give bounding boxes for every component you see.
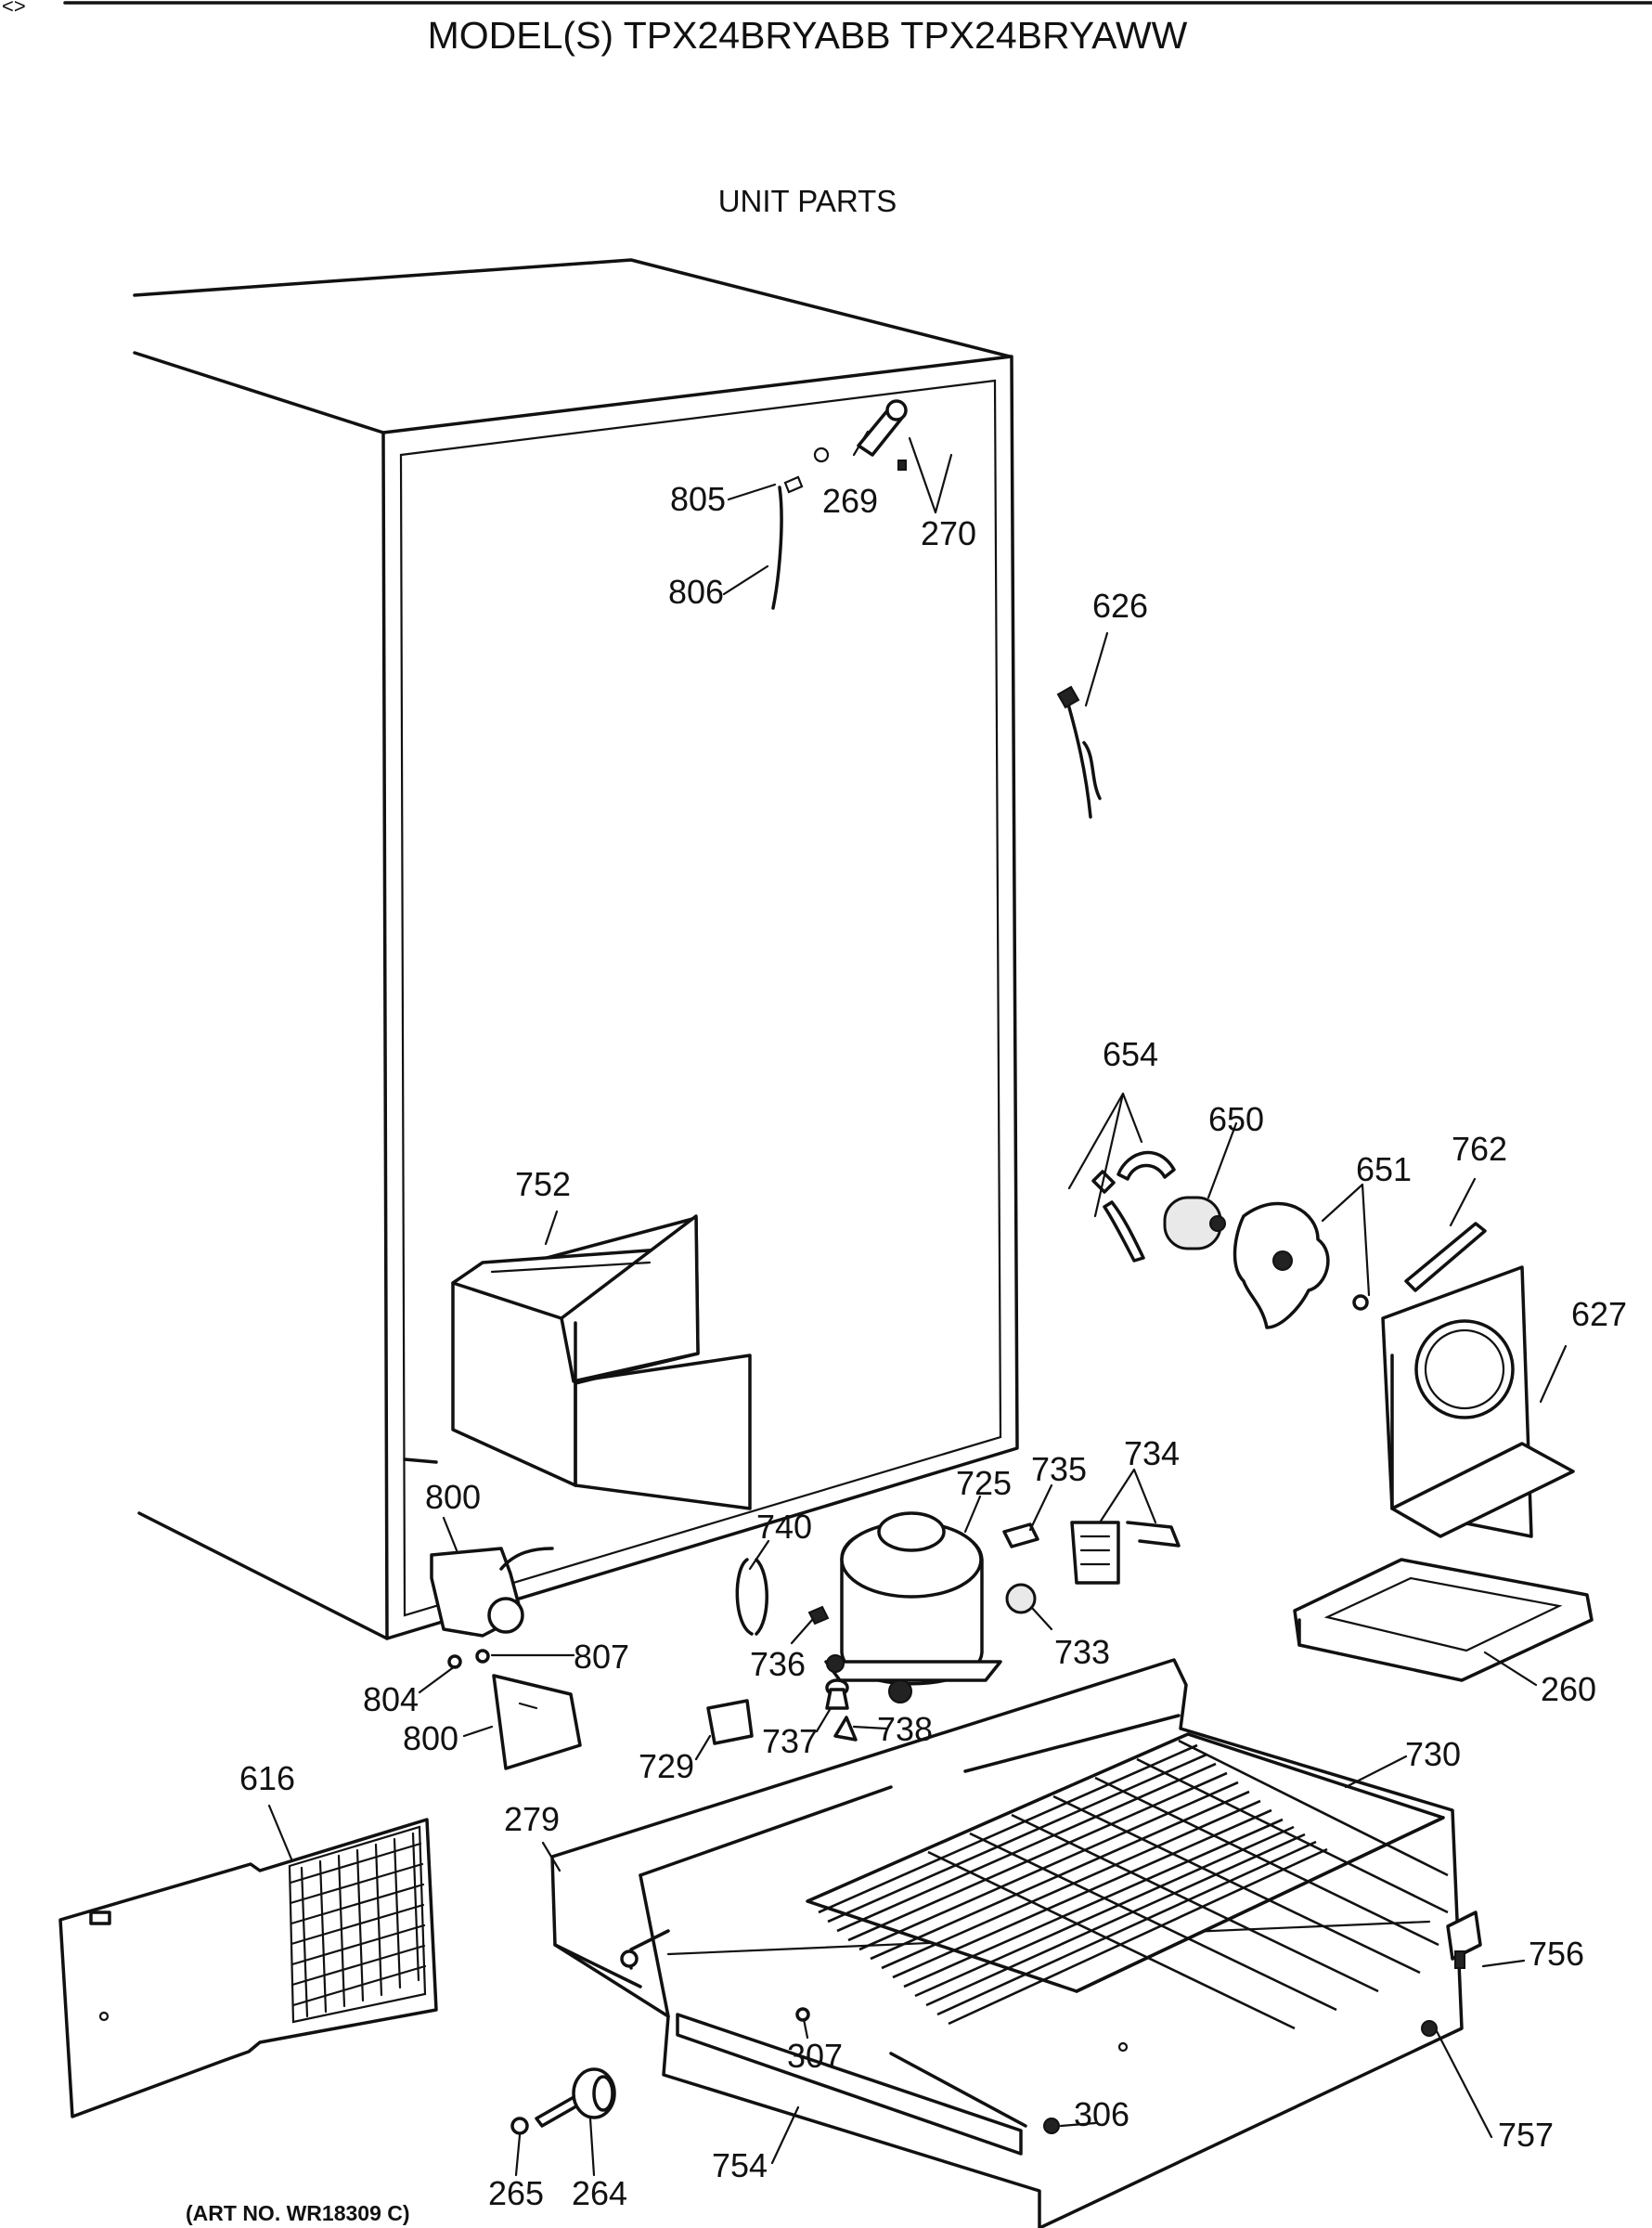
model-title: MODEL(S) TPX24BRYABB TPX24BRYAWW	[428, 14, 1188, 57]
callout-654: 654	[1103, 1035, 1158, 1073]
callout-800-valve: 800	[425, 1478, 481, 1516]
callout-737: 737	[762, 1722, 818, 1760]
callout-738: 738	[877, 1710, 933, 1748]
condenser-coil-730	[806, 1732, 1449, 2030]
callout-307: 307	[787, 2037, 843, 2075]
callout-279: 279	[504, 1800, 560, 1838]
callout-800-bracket: 800	[403, 1719, 458, 1757]
callout-650: 650	[1208, 1100, 1264, 1138]
callout-265: 265	[488, 2174, 544, 2212]
callout-756: 756	[1529, 1935, 1584, 1973]
grille-mesh	[289, 1832, 427, 2018]
callout-651: 651	[1356, 1150, 1412, 1188]
callout-260: 260	[1541, 1670, 1596, 1708]
callout-754: 754	[712, 2146, 768, 2184]
drain-pan-260	[1293, 1558, 1594, 1682]
callout-757: 757	[1498, 2116, 1554, 2154]
callout-734: 734	[1124, 1434, 1180, 1472]
callout-735: 735	[1031, 1450, 1087, 1488]
section-title: UNIT PARTS	[718, 184, 897, 218]
callout-752: 752	[515, 1165, 571, 1203]
loose-hardware	[510, 2067, 616, 2135]
callout-736: 736	[750, 1645, 806, 1683]
callout-740: 740	[756, 1508, 812, 1546]
compressor-group	[706, 1511, 1181, 1745]
art-number: (ART NO. WR18309 C)	[186, 2201, 410, 2225]
callout-804: 804	[363, 1680, 419, 1718]
callout-labels: 805 269 270 806 626 654 650 651 762 627 …	[239, 480, 1627, 2212]
callout-762: 762	[1452, 1130, 1507, 1168]
callout-627: 627	[1571, 1295, 1627, 1333]
callout-269: 269	[822, 482, 878, 520]
machine-base-assembly	[550, 1658, 1482, 2228]
access-grille-616	[58, 1818, 438, 2118]
duct-cover-752	[451, 1214, 752, 1510]
callout-626: 626	[1092, 587, 1148, 625]
callout-729: 729	[639, 1747, 694, 1785]
water-valve-800	[430, 1547, 582, 1770]
callout-730: 730	[1405, 1735, 1461, 1773]
callout-616: 616	[239, 1759, 295, 1797]
callout-733: 733	[1054, 1633, 1110, 1671]
callout-807: 807	[574, 1638, 629, 1676]
callout-306: 306	[1074, 2095, 1129, 2133]
callout-270: 270	[921, 514, 976, 552]
callout-806: 806	[668, 573, 724, 611]
callout-264: 264	[572, 2174, 627, 2212]
corner-mark: <>	[2, 0, 26, 18]
power-cord-626	[1056, 685, 1102, 819]
callout-805: 805	[670, 480, 726, 518]
leader-lines	[267, 430, 1568, 2177]
callout-725: 725	[956, 1464, 1012, 1502]
condenser-fan-group	[1091, 1150, 1575, 1538]
